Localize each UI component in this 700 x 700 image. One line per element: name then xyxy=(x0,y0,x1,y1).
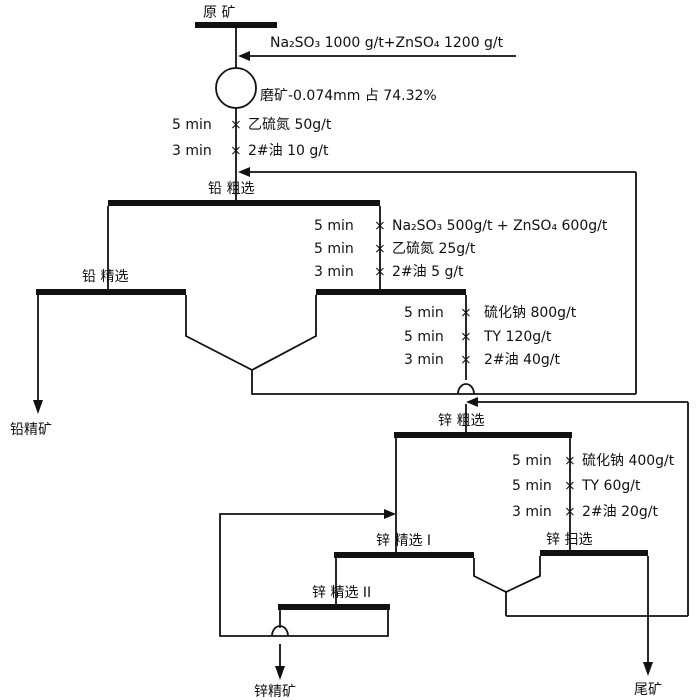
zn-cond-reagent-3: 2#油 40g/t xyxy=(484,352,561,368)
zn-hopper-left xyxy=(473,558,507,616)
reagent-feed-arrow xyxy=(238,51,250,61)
zn-scav-cond-mark-3: × xyxy=(564,504,576,520)
pb-clean-cond-mark-3: × xyxy=(374,264,386,280)
pb-rougher-bar xyxy=(108,200,380,206)
pb-cleaner-label: 铅 精选 xyxy=(82,269,128,285)
zn-cleaner1-bar xyxy=(334,552,474,558)
zn-cond-reagent-2: TY 120g/t xyxy=(483,329,552,345)
pb-cleaner-bar xyxy=(36,289,186,295)
tailings-arrow xyxy=(643,662,653,676)
zn-scav-cond-reagent-3: 2#油 20g/t xyxy=(582,504,659,520)
zn-rougher-label: 锌 粗选 xyxy=(438,413,484,429)
pb-clean-cond-mark-2: × xyxy=(374,241,386,257)
pb-clean-cond-reagent-2: 乙硫氮 25g/t xyxy=(392,241,476,257)
pb-clean-cond-time-1: 5 min xyxy=(314,218,354,234)
pb-conc-arrow xyxy=(33,400,43,414)
pb-cond-time-1: 5 min xyxy=(172,117,212,133)
zn-cond-mark-3: × xyxy=(460,352,472,368)
pb-clean-cond-mark-1: × xyxy=(374,218,386,234)
zn-scav-cond-time-1: 5 min xyxy=(512,453,552,469)
pb-rougher-tail-bar xyxy=(316,289,466,295)
zn-scav-cond-time-3: 3 min xyxy=(512,504,552,520)
grinding-text: 磨矿-0.074mm 占 74.32% xyxy=(260,88,437,104)
pb-cond-reagent-1: 乙硫氮 50g/t xyxy=(248,117,332,133)
zn-clean2-recycle-line xyxy=(219,513,389,637)
zn-cond-time-1: 5 min xyxy=(404,305,444,321)
zn-cond-reagent-1: 硫化钠 800g/t xyxy=(484,305,577,321)
pb-rougher-label: 铅 粗选 xyxy=(208,181,254,197)
zn-scav-cond-mark-2: × xyxy=(564,478,576,494)
zn-cleaner2-label: 锌 精选 II xyxy=(312,585,371,601)
grinding-mill-icon xyxy=(215,67,257,109)
zn-scav-cond-reagent-1: 硫化钠 400g/t xyxy=(582,453,675,469)
zn-conc-label: 锌精矿 xyxy=(254,684,296,700)
zn-rougher-bar xyxy=(394,432,572,438)
ore-bar xyxy=(195,22,277,28)
pb-recycle-arrow xyxy=(238,167,250,177)
zn-cleaner2-bar xyxy=(278,604,390,610)
pb-cond-time-2: 3 min xyxy=(172,143,212,159)
reagent-feed-text: Na₂SO₃ 1000 g/t+ZnSO₄ 1200 g/t xyxy=(270,35,504,51)
line-crossover-hump xyxy=(457,383,475,395)
zn-cond-mark-1: × xyxy=(460,305,472,321)
zn-recycle-arrow xyxy=(466,397,478,407)
pb-clean-cond-time-2: 5 min xyxy=(314,241,354,257)
zn-cond-time-3: 3 min xyxy=(404,352,444,368)
zn-conc-arrow xyxy=(275,666,285,680)
zn-scav-cond-reagent-2: TY 60g/t xyxy=(581,478,641,494)
pb-cond-reagent-2: 2#油 10 g/t xyxy=(248,143,329,159)
pb-clean-cond-reagent-3: 2#油 5 g/t xyxy=(392,264,464,280)
zn-scav-cond-time-2: 5 min xyxy=(512,478,552,494)
zn-cond-mark-2: × xyxy=(460,329,472,345)
ore-label: 原 矿 xyxy=(203,5,235,21)
zn-conc-crossover-hump xyxy=(271,625,289,637)
zn-scavenger-bar xyxy=(540,550,648,556)
pb-cond-mark-1: × xyxy=(230,117,242,133)
pb-cond-mark-2: × xyxy=(230,143,242,159)
pb-middling-hopper-right xyxy=(251,295,317,371)
zn-scavenger-label: 锌 扫选 xyxy=(546,532,592,548)
zn-hopper-right xyxy=(505,556,541,593)
tailings-label: 尾矿 xyxy=(634,682,662,698)
zn-scav-cond-mark-1: × xyxy=(564,453,576,469)
pb-conc-label: 铅精矿 xyxy=(10,422,52,438)
pb-clean-cond-reagent-1: Na₂SO₃ 500g/t + ZnSO₄ 600g/t xyxy=(392,218,608,234)
zn-clean2-recycle-arrow xyxy=(384,509,396,519)
zn-cond-time-2: 5 min xyxy=(404,329,444,345)
pb-clean-cond-time-3: 3 min xyxy=(314,264,354,280)
zn-cleaner1-label: 锌 精选 I xyxy=(376,533,431,549)
